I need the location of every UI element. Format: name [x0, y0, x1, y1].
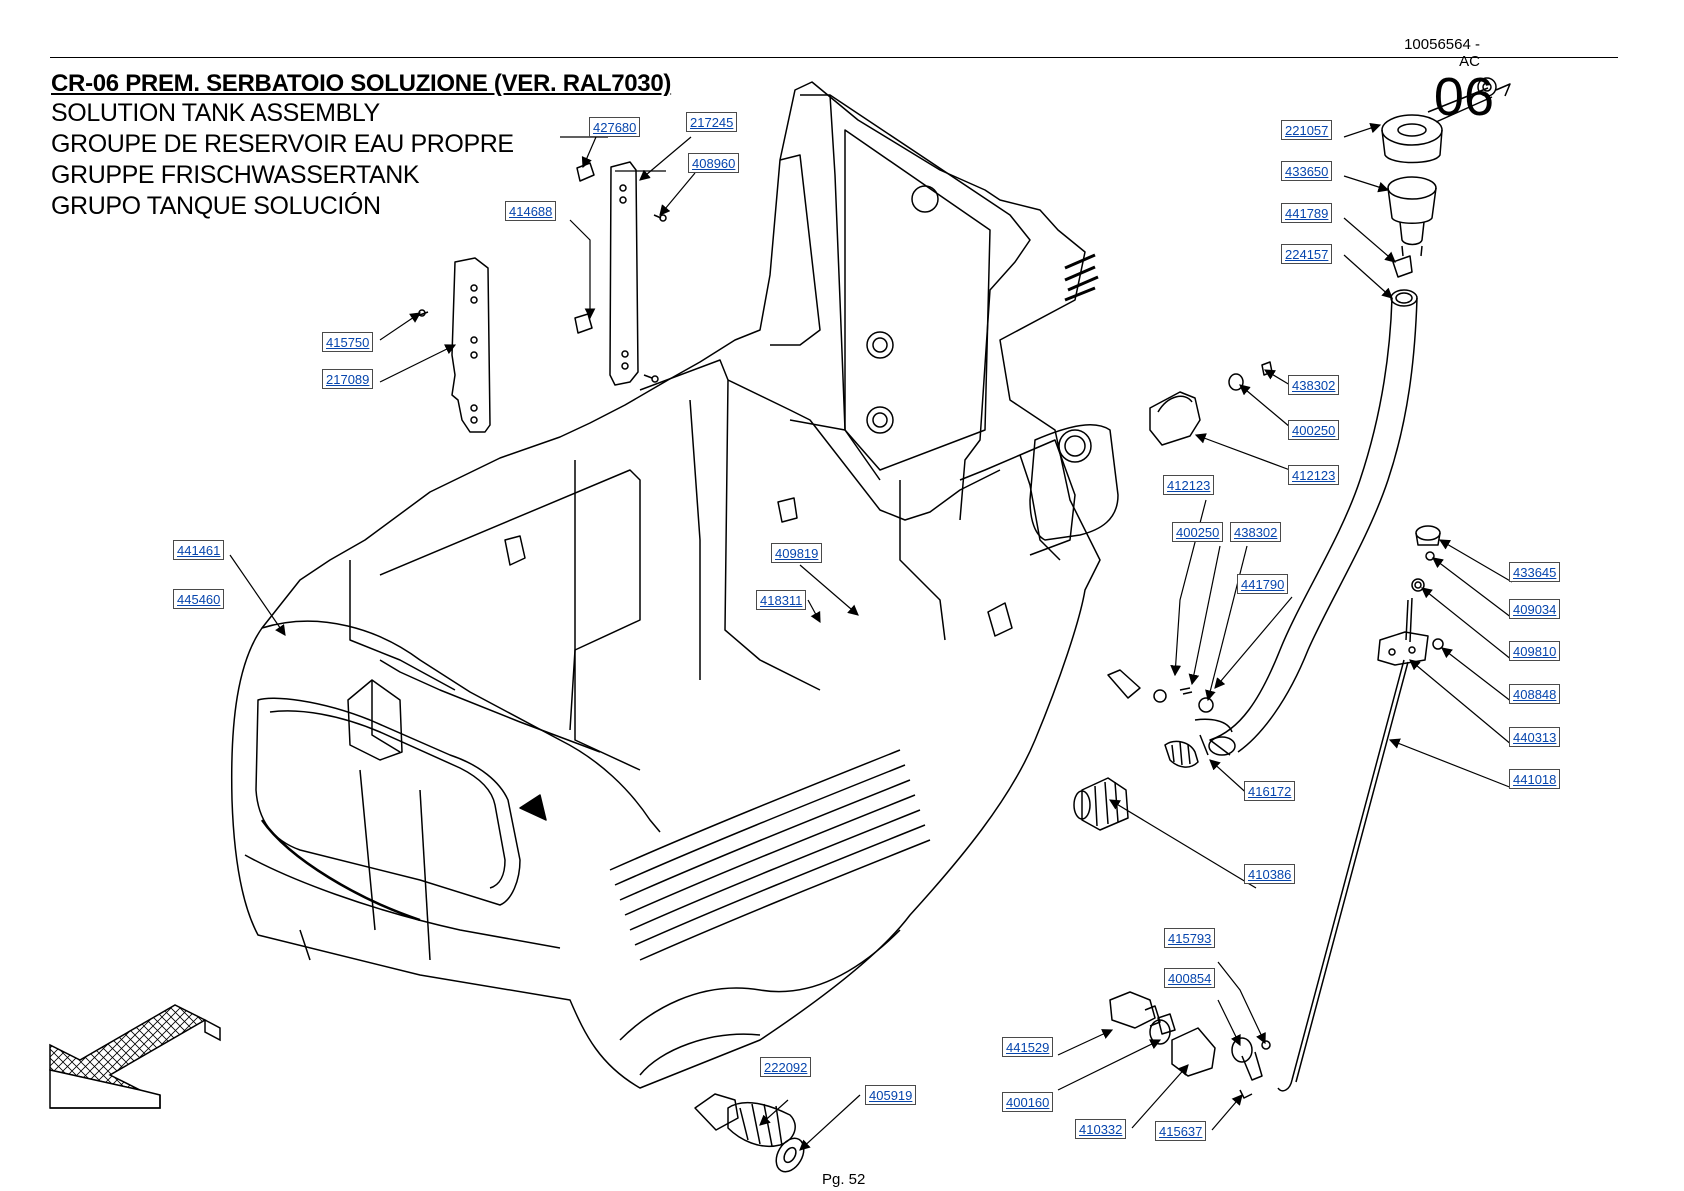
part-label-415637[interactable]: 415637 — [1155, 1121, 1207, 1141]
inlet-filter — [694, 1093, 805, 1173]
label-underlines — [560, 136, 666, 172]
part-label-441461[interactable]: 441461 — [173, 540, 225, 560]
part-label-418311[interactable]: 418311 — [756, 590, 807, 610]
part-label-400160[interactable]: 400160 — [1002, 1092, 1054, 1112]
page-footer: Pg. 52 — [822, 1171, 866, 1188]
filler-cap-assembly — [1381, 77, 1511, 307]
solution-hose — [1194, 297, 1418, 756]
leader-lines — [229, 122, 1513, 1151]
part-label-400250-top[interactable]: 400250 — [1288, 420, 1340, 440]
part-label-400250-mid[interactable]: 400250 — [1172, 522, 1224, 542]
part-label-217089[interactable]: 217089 — [322, 369, 374, 389]
part-label-410332[interactable]: 410332 — [1075, 1119, 1127, 1139]
part-label-412123-mid[interactable]: 412123 — [1163, 475, 1215, 495]
title-main: CR-06 PREM. SERBATOIO SOLUZIONE (VER. RA… — [51, 70, 672, 97]
title-spanish: GRUPO TANQUE SOLUCIÓN — [51, 192, 381, 220]
solution-tank — [230, 81, 1119, 1089]
part-label-408960[interactable]: 408960 — [688, 153, 740, 173]
part-label-441529[interactable]: 441529 — [1002, 1037, 1054, 1057]
drain-valve-parts — [1109, 991, 1271, 1099]
part-label-217245[interactable]: 217245 — [686, 112, 738, 132]
header-rule — [50, 57, 1618, 58]
part-label-441018[interactable]: 441018 — [1509, 769, 1561, 789]
part-label-410386[interactable]: 410386 — [1244, 864, 1296, 884]
part-label-433650[interactable]: 433650 — [1281, 161, 1333, 181]
part-label-415750[interactable]: 415750 — [322, 332, 374, 352]
title-german: GRUPPE FRISCHWASSERTANK — [51, 161, 420, 189]
part-label-221057[interactable]: 221057 — [1281, 120, 1333, 140]
part-label-415793[interactable]: 415793 — [1164, 928, 1216, 948]
orientation-arrow — [49, 1004, 221, 1109]
part-label-405919[interactable]: 405919 — [865, 1085, 917, 1105]
part-label-409034[interactable]: 409034 — [1509, 599, 1561, 619]
part-label-445460[interactable]: 445460 — [173, 589, 225, 609]
part-label-409810[interactable]: 409810 — [1509, 641, 1561, 661]
drain-rod-assembly — [1277, 525, 1444, 1092]
part-label-438302-top[interactable]: 438302 — [1288, 375, 1340, 395]
hose-clamp-bracket — [1149, 361, 1273, 446]
part-label-416172[interactable]: 416172 — [1244, 781, 1296, 801]
title-english: SOLUTION TANK ASSEMBLY — [51, 99, 380, 127]
part-label-438302-mid[interactable]: 438302 — [1230, 522, 1282, 542]
title-french: GROUPE DE RESERVOIR EAU PROPRE — [51, 130, 514, 158]
part-label-408848[interactable]: 408848 — [1509, 684, 1561, 704]
part-label-427680[interactable]: 427680 — [589, 117, 641, 137]
part-label-412123-right[interactable]: 412123 — [1288, 465, 1340, 485]
filter-valve-assembly — [1073, 669, 1214, 831]
title-block: CR-06 PREM. SERBATOIO SOLUZIONE (VER. RA… — [51, 70, 671, 222]
part-label-414688[interactable]: 414688 — [505, 201, 557, 221]
part-label-400854[interactable]: 400854 — [1164, 968, 1216, 988]
part-label-433645[interactable]: 433645 — [1509, 562, 1561, 582]
part-label-440313[interactable]: 440313 — [1509, 727, 1561, 747]
part-label-224157[interactable]: 224157 — [1281, 244, 1333, 264]
part-label-441790[interactable]: 441790 — [1237, 574, 1289, 594]
part-label-222092[interactable]: 222092 — [760, 1057, 812, 1077]
part-label-409819[interactable]: 409819 — [771, 543, 823, 563]
part-label-441789[interactable]: 441789 — [1281, 203, 1333, 223]
